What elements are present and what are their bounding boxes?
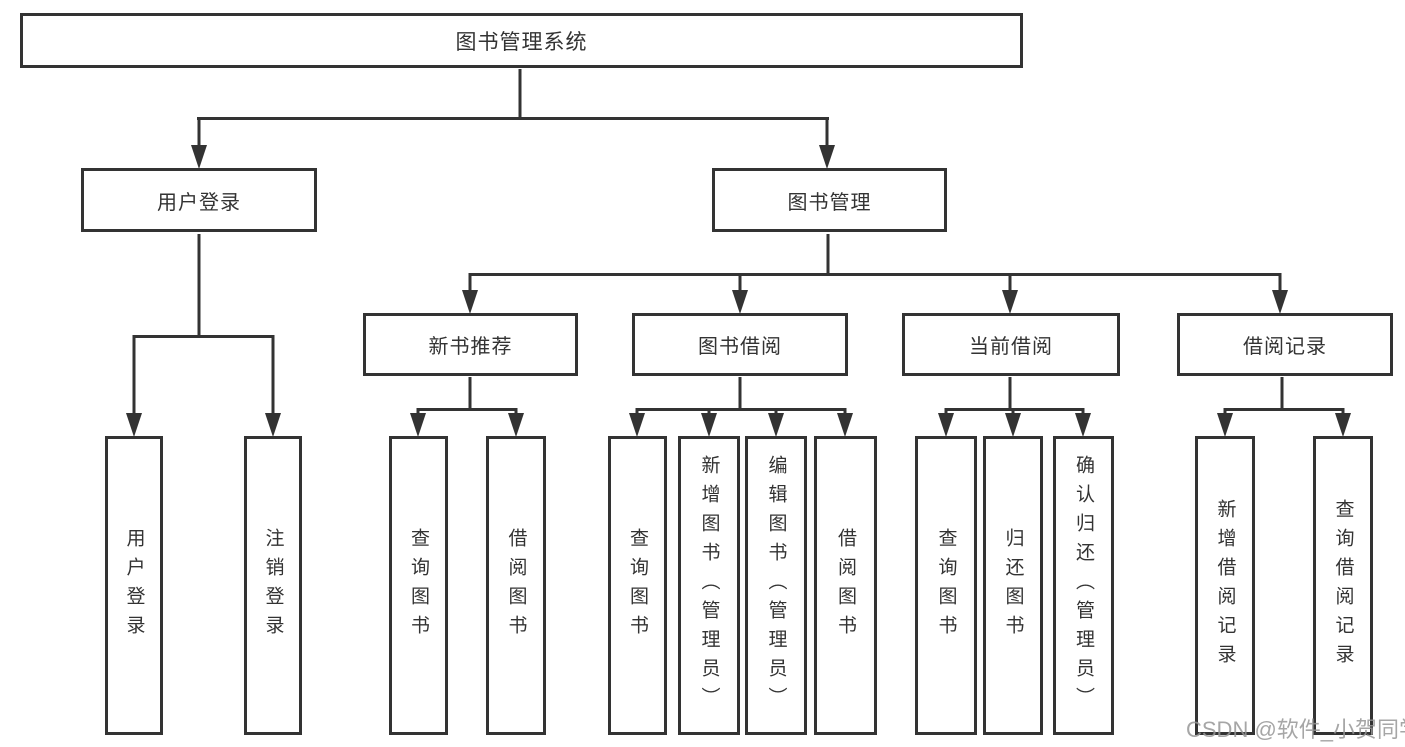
node-new-book-recommend: 新书推荐 [363,313,578,376]
node-borrow-records: 借阅记录 [1177,313,1393,376]
node-label: 当前借阅 [969,336,1053,358]
leaf-add-borrow-record: 新增借阅记录 [1195,436,1255,735]
leaf-query-books-borrow: 查询图书 [608,436,667,735]
node-label: 新书推荐 [428,336,513,358]
leaf-label: 新增图书（管理员） [698,455,720,716]
leaf-label: 归还图书 [1002,527,1024,644]
node-label: 图书管理 [787,191,872,214]
leaf-label: 新增借阅记录 [1214,498,1236,673]
leaf-borrow-books-recommend: 借阅图书 [486,436,546,735]
csdn-watermark: CSDN @软件_小贺同学 [1186,717,1405,742]
node-label: 图书管理系统 [455,30,588,54]
leaf-label: 借阅图书 [505,527,527,644]
leaf-label: 借阅图书 [835,527,856,644]
leaf-confirm-return-admin: 确认归还（管理员） [1053,436,1114,735]
leaf-add-book-admin: 新增图书（管理员） [678,436,740,735]
leaf-borrow-books: 借阅图书 [814,436,877,735]
leaf-return-books: 归还图书 [983,436,1043,735]
leaf-label: 查询图书 [935,527,957,644]
leaf-label: 确认归还（管理员） [1073,455,1094,716]
leaf-query-books-recommend: 查询图书 [389,436,448,735]
leaf-user-login: 用户登录 [105,436,163,735]
leaf-label: 编辑图书（管理员） [765,455,787,716]
leaf-label: 注销登录 [262,527,284,644]
node-library-management-system: 图书管理系统 [20,13,1023,68]
leaf-edit-book-admin: 编辑图书（管理员） [745,436,807,735]
node-book-management: 图书管理 [712,168,947,232]
node-user-login: 用户登录 [81,168,317,232]
leaf-label: 查询图书 [408,527,429,644]
node-book-borrow: 图书借阅 [632,313,848,376]
leaf-logout: 注销登录 [244,436,302,735]
node-label: 借阅记录 [1243,336,1327,358]
leaf-label: 查询借阅记录 [1332,498,1354,673]
node-current-borrow: 当前借阅 [902,313,1120,376]
leaf-query-books-current: 查询图书 [915,436,977,735]
leaf-label: 查询图书 [627,527,648,644]
node-label: 图书借阅 [698,336,782,358]
leaf-label: 用户登录 [123,527,145,644]
node-label: 用户登录 [157,191,241,214]
leaf-query-borrow-record: 查询借阅记录 [1313,436,1373,735]
